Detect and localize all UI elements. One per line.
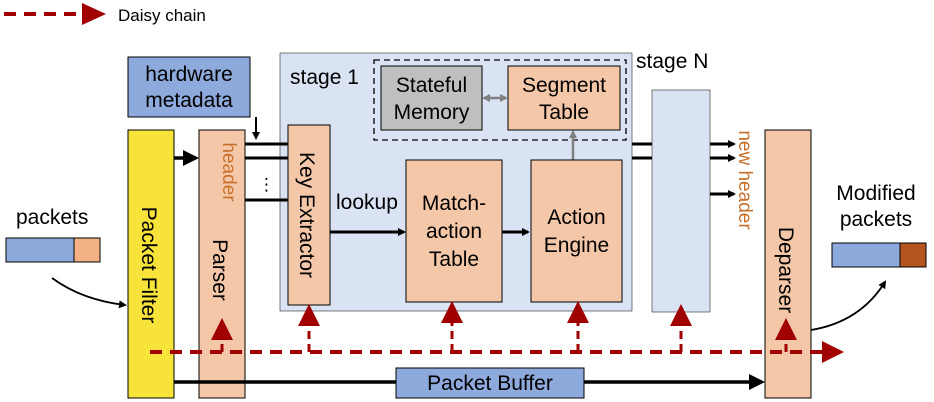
stage1-label: stage 1	[290, 66, 359, 89]
match-action-line1: Match-	[422, 192, 486, 215]
packet-header	[73, 237, 101, 263]
modified-line1: Modified	[836, 182, 915, 205]
hardware-metadata-box	[127, 56, 251, 118]
packet-buffer-box	[395, 367, 585, 399]
packets-in-arrow	[51, 277, 127, 309]
hardware-metadata-line2: metadata	[145, 89, 233, 112]
packet-payload	[5, 237, 75, 263]
new-header-label: new header	[734, 130, 755, 230]
header-label: header	[218, 142, 239, 202]
legend-label: Daisy chain	[118, 6, 206, 25]
segment-table-line2: Table	[539, 101, 589, 124]
match-action-line3: Table	[429, 248, 479, 271]
key-extractor-label: Key Extractor	[295, 152, 318, 278]
parser-label: Parser	[208, 239, 231, 301]
packets-out-arrow	[810, 280, 887, 331]
modified-line2: packets	[840, 208, 912, 231]
modified-payload	[831, 242, 901, 268]
stageN-box	[651, 89, 711, 313]
memory-group-box	[373, 59, 627, 141]
key-extractor-box	[287, 124, 331, 306]
action-engine-line1: Action	[547, 206, 605, 229]
segment-table-line1: Segment	[522, 74, 606, 97]
packet-buffer-label: Packet Buffer	[427, 372, 553, 395]
lookup-label: lookup	[336, 191, 398, 214]
stateful-memory-box	[380, 65, 483, 131]
action-engine-line2: Engine	[544, 234, 609, 257]
action-engine-box	[530, 159, 623, 303]
match-action-line2: action	[426, 220, 482, 243]
daisy-chain	[150, 301, 844, 363]
stageN-label: stage N	[636, 50, 708, 73]
legend: Daisy chain	[4, 3, 206, 25]
packet-filter-label: Packet Filter	[137, 207, 160, 324]
packets-label: packets	[16, 206, 88, 229]
modified-header	[899, 242, 927, 268]
bus-ellipsis: ⋮	[258, 175, 275, 194]
stateful-memory-line2: Memory	[394, 101, 470, 124]
header-bus: ⋮	[245, 140, 736, 202]
stateful-memory-line1: Stateful	[396, 74, 467, 97]
segment-table-box	[507, 65, 621, 131]
hardware-metadata-line1: hardware	[145, 63, 233, 86]
deparser-label: Deparser	[774, 227, 797, 313]
daisy-chain-legend-arrow	[82, 3, 106, 25]
